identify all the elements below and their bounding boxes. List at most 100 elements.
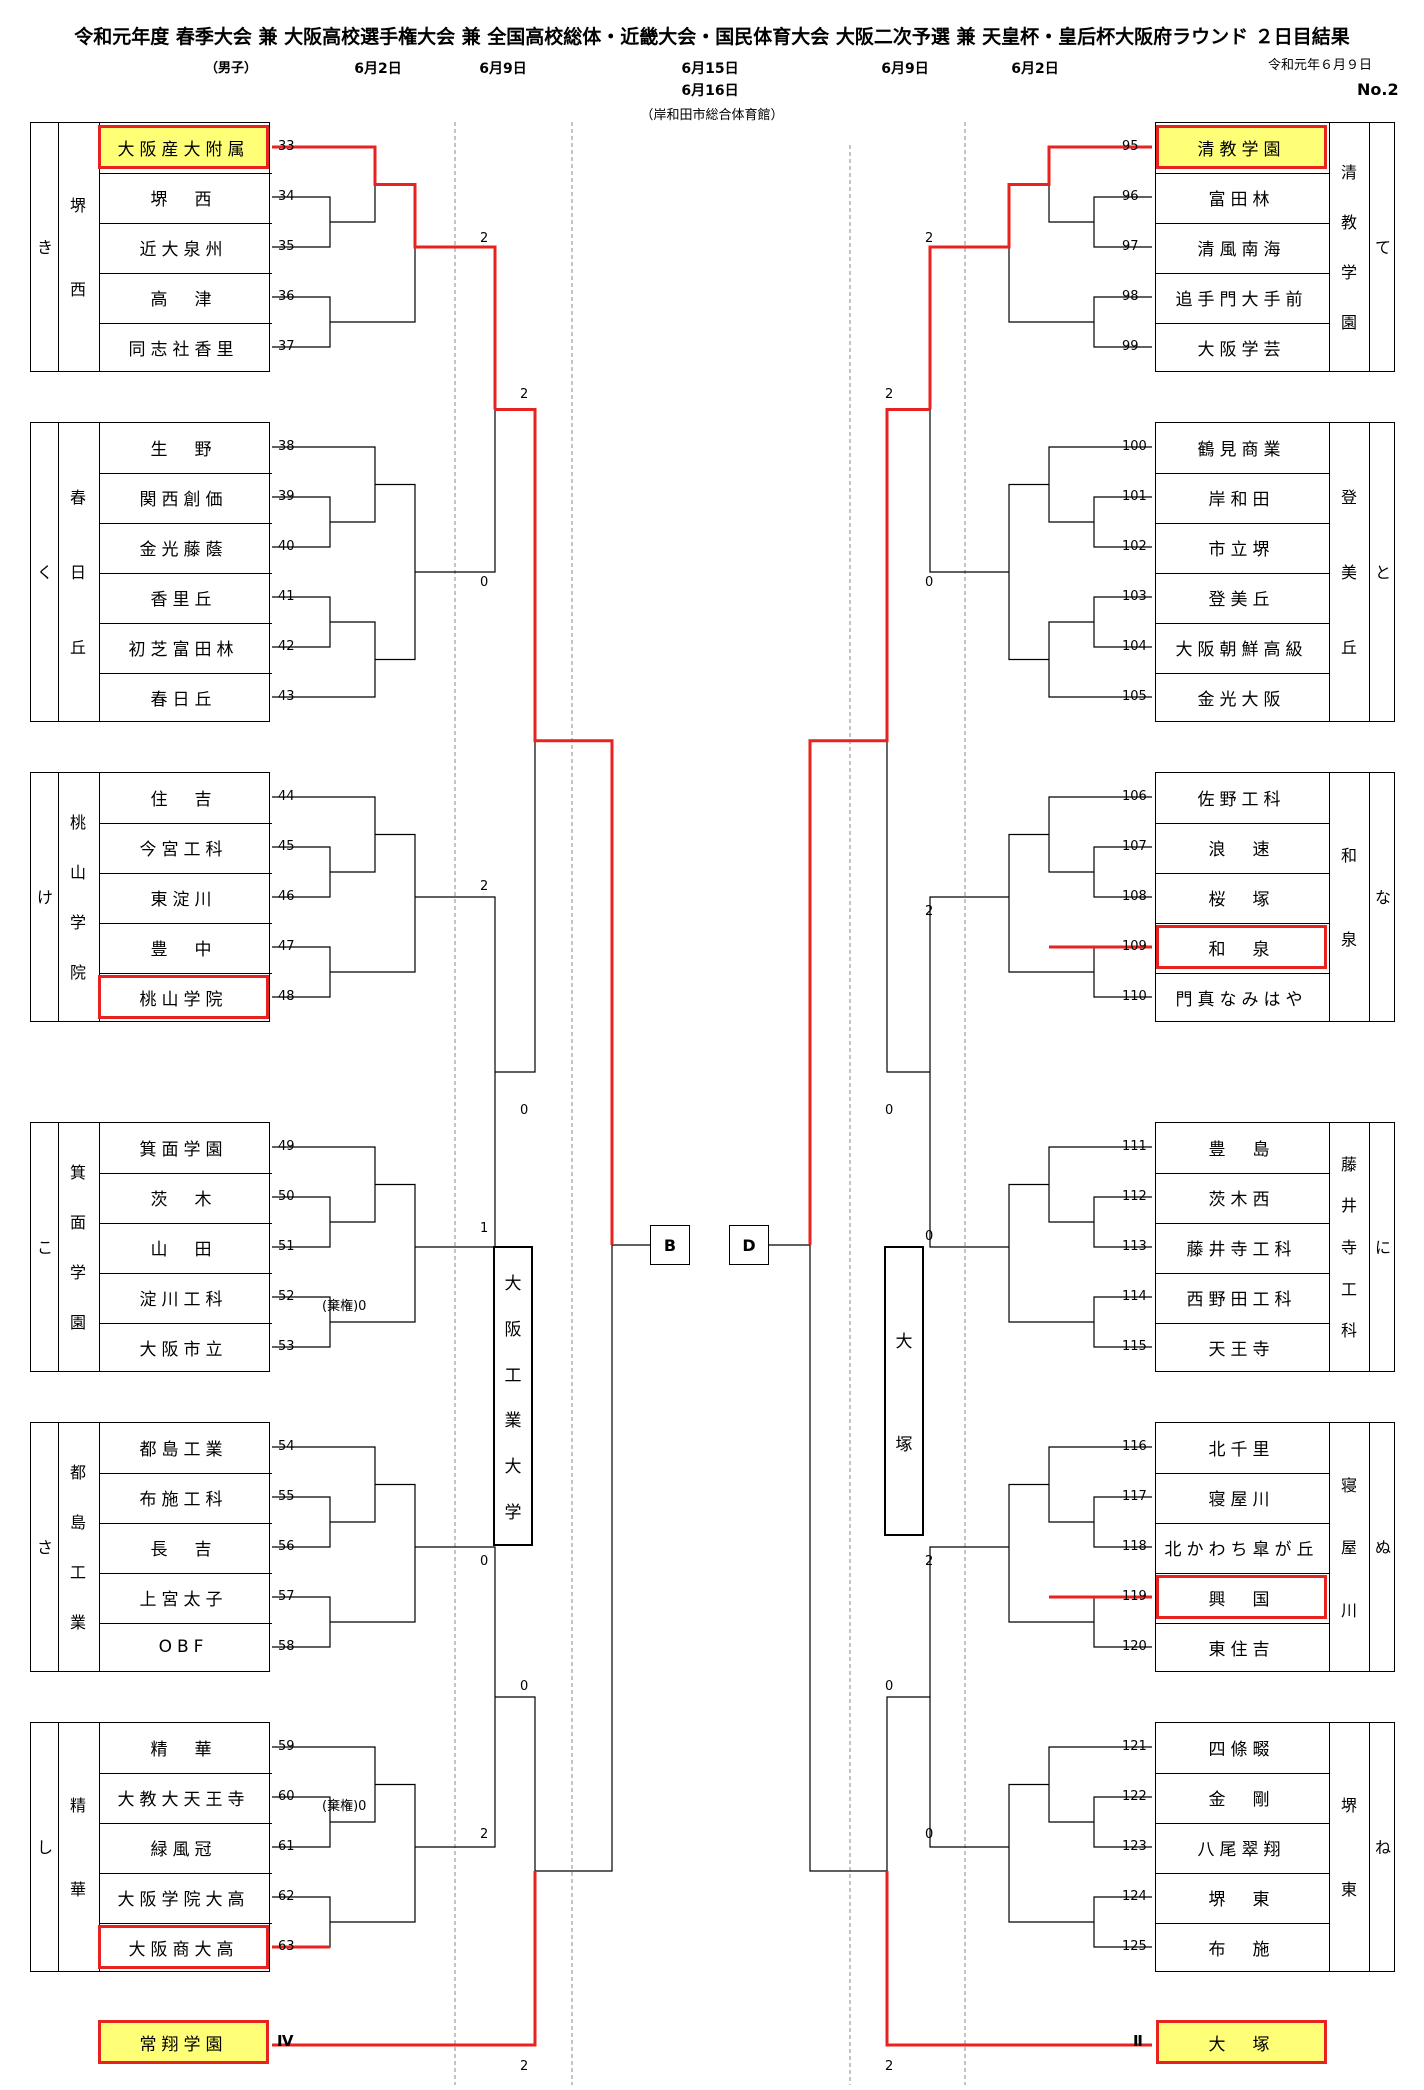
group-host-char: 院 (69, 963, 86, 982)
team-123: 八尾翠翔 (1197, 1839, 1286, 1860)
team-121: 四條畷 (1208, 1739, 1275, 1760)
round-date-1-right: 6月2日 (1011, 61, 1059, 77)
group-letter: て (1374, 238, 1391, 257)
team-116: 北千里 (1208, 1439, 1275, 1460)
group-host-char: 島 (69, 1513, 86, 1532)
score: 2 (520, 2059, 529, 2074)
team-110: 門真なみはや (1175, 989, 1308, 1010)
team-number: 99 (1122, 339, 1139, 354)
team-number: 40 (278, 539, 295, 554)
score: 0 (885, 1103, 894, 1118)
date-label: 令和元年６月９日 (1268, 58, 1373, 73)
group-host-char: 清 (1340, 163, 1357, 182)
team-number: 58 (278, 1639, 295, 1654)
team-52: 淀川工科 (139, 1289, 228, 1310)
team-45: 今宮工科 (139, 839, 228, 860)
group-letter: け (36, 888, 53, 907)
round-date-2-right: 6月9日 (881, 61, 929, 77)
team-number: 100 (1122, 439, 1147, 454)
team-120: 東住吉 (1208, 1639, 1275, 1660)
group-host-char: 面 (69, 1213, 86, 1232)
team-101: 岸和田 (1208, 489, 1275, 510)
team-106: 佐野工科 (1197, 789, 1286, 810)
score: 2 (480, 231, 489, 246)
team-number: 56 (278, 1539, 295, 1554)
team-103: 登美丘 (1208, 589, 1275, 610)
team-39: 関西創価 (139, 489, 228, 510)
team-54: 都島工業 (139, 1439, 228, 1460)
group-host-char: 華 (69, 1879, 86, 1899)
group-host-char: 美 (1340, 563, 1357, 582)
team-number: 103 (1122, 589, 1147, 604)
team-42: 初芝富田林 (128, 639, 239, 660)
group-letter: ね (1374, 1838, 1391, 1857)
block-d-label: D (729, 1225, 769, 1265)
score: 0 (925, 1229, 934, 1244)
team-number: 44 (278, 789, 295, 804)
team-58: OBF (158, 1637, 209, 1657)
right-half-winner: 大塚 (884, 1246, 924, 1536)
group-host-char: 堺 (69, 196, 86, 216)
group-host-char: 東 (1340, 1879, 1357, 1899)
team-34: 堺 西 (150, 189, 217, 210)
team-48: 桃山学院 (98, 975, 269, 1019)
page-number: No.2 (1357, 80, 1399, 99)
group-box-さ: さ都島工業 (30, 1422, 272, 1672)
winner-char: 大 (504, 1457, 522, 1478)
seed-team-right: 大 塚 (1156, 2020, 1327, 2064)
team-number: 59 (278, 1739, 295, 1754)
category-label: （男子） (205, 61, 258, 76)
group-host-char: 学 (69, 913, 86, 932)
team-number: 51 (278, 1239, 295, 1254)
group-host-char: 箕 (69, 1163, 86, 1182)
team-number: 98 (1122, 289, 1139, 304)
team-number: 105 (1122, 689, 1147, 704)
group-host-char: 丘 (1340, 638, 1357, 657)
group-host-char: 精 (69, 1796, 86, 1816)
team-99: 大阪学芸 (1197, 339, 1286, 360)
team-number: 111 (1122, 1139, 1147, 1154)
score: 0 (925, 575, 934, 590)
group-host-char: 工 (69, 1563, 86, 1582)
group-host-char: 日 (69, 563, 86, 582)
group-letter: き (36, 238, 53, 257)
team-113: 藤井寺工科 (1186, 1239, 1297, 1260)
group-host-char: 教 (1340, 213, 1357, 232)
team-number: 47 (278, 939, 295, 954)
team-98: 追手門大手前 (1175, 289, 1308, 310)
team-61: 緑風冠 (150, 1839, 217, 1860)
team-number: 36 (278, 289, 295, 304)
team-114: 西野田工科 (1186, 1289, 1297, 1310)
forfeit-label: (棄権)0 (322, 1799, 367, 1814)
team-62: 大阪学院大高 (117, 1889, 250, 1910)
score: 2 (480, 879, 489, 894)
team-112: 茨木西 (1208, 1189, 1275, 1210)
group-host-char: 登 (1340, 488, 1357, 507)
team-number: 33 (278, 139, 295, 154)
group-box-ぬ: ぬ寝屋川 (1155, 1422, 1395, 1672)
team-number: 60 (278, 1789, 295, 1804)
group-letter: こ (36, 1238, 53, 1257)
group-host-char: 工 (1340, 1279, 1357, 1299)
team-96: 富田林 (1208, 189, 1275, 210)
team-number: 120 (1122, 1639, 1147, 1654)
team-50: 茨 木 (150, 1189, 217, 1210)
group-host-char: 桃 (69, 813, 86, 832)
winner-char: 阪 (504, 1319, 522, 1340)
team-97: 清風南海 (1197, 239, 1286, 260)
team-117: 寝屋川 (1208, 1489, 1275, 1510)
team-49: 箕面学園 (139, 1139, 228, 1160)
group-host-char: 泉 (1340, 929, 1357, 949)
team-60: 大教大天王寺 (117, 1789, 250, 1810)
team-33: 大阪産大附属 (98, 125, 269, 169)
group-letter: な (1374, 888, 1391, 907)
score: 2 (520, 387, 529, 402)
group-box-ね: ね堺東 (1155, 1722, 1395, 1972)
group-host-char: 寝 (1340, 1475, 1357, 1495)
winner-char: 学 (504, 1503, 522, 1524)
team-number: 52 (278, 1289, 295, 1304)
team-63: 大阪商大高 (98, 1925, 269, 1969)
score: 0 (925, 1827, 934, 1842)
winner-char: 工 (504, 1365, 522, 1386)
team-number: 95 (1122, 139, 1139, 154)
